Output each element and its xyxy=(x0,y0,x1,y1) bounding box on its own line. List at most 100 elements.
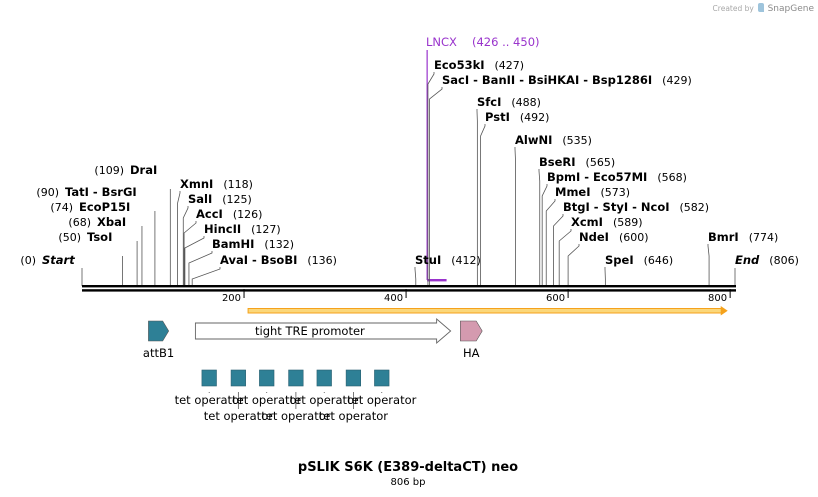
site-leader-lines xyxy=(81,72,736,286)
site-position-alwni: (535) xyxy=(562,134,592,147)
snapgene-logo-icon xyxy=(758,3,765,12)
lncx-range-bar xyxy=(427,279,447,282)
site-position-bpmi-eco57mi: (568) xyxy=(657,171,687,184)
tet-operator-box xyxy=(316,369,332,387)
tet-operator-box xyxy=(259,369,275,387)
plasmid-length: 806 bp xyxy=(391,477,426,488)
tet-operator-label: tet operator xyxy=(204,409,273,423)
tet-operator-label: tet operator xyxy=(290,393,359,407)
ha-arrow xyxy=(460,320,483,342)
orf-group xyxy=(247,306,728,316)
site-label-start: Start xyxy=(42,253,75,267)
tet-operator-box xyxy=(288,369,304,387)
site-label-ecop15i: EcoP15I xyxy=(79,200,130,214)
site-position-end: (806) xyxy=(769,254,799,267)
site-position-start: (0) xyxy=(20,254,36,267)
site-leader-xmni xyxy=(177,191,181,286)
site-position-avai-bsobi: (136) xyxy=(307,254,337,267)
backbone-top-strand xyxy=(82,285,736,288)
site-position-saci-banii-bsihkai-bsp1286i: (429) xyxy=(662,74,692,87)
site-label-sfci: SfcI xyxy=(477,95,501,109)
site-label-bpmi-eco57mi: BpmI - Eco57MI xyxy=(547,170,647,184)
tet-operator-box xyxy=(345,369,361,387)
site-position-stui: (412) xyxy=(451,254,481,267)
site-label-tati-bsrgi: TatI - BsrGI xyxy=(65,185,137,199)
attb1-label: attB1 xyxy=(143,346,174,360)
site-label-stui: StuI xyxy=(415,253,441,267)
lncx-range-label: (426 .. 450) xyxy=(472,35,540,49)
site-leader-hincii xyxy=(184,236,205,286)
site-label-tsoi: TsoI xyxy=(87,230,112,244)
tet-operator-box xyxy=(374,369,390,387)
site-position-hincii: (127) xyxy=(251,223,281,236)
site-label-eco53ki: Eco53kI xyxy=(434,58,485,72)
site-position-tsoi: (50) xyxy=(58,231,81,244)
site-position-acci: (126) xyxy=(233,208,263,221)
credit-brand: SnapGene xyxy=(767,4,814,14)
site-leader-btgi-styi-ncoi xyxy=(553,214,564,286)
site-position-xcmi: (589) xyxy=(613,216,643,229)
ruler-tick-label: 800 xyxy=(708,293,727,304)
lncx-label: LNCX xyxy=(426,35,457,49)
tet-operator-label: tet operator xyxy=(261,409,330,423)
site-label-end: End xyxy=(735,253,760,267)
ruler-tick-label: 200 xyxy=(222,293,241,304)
tight-tre-promoter-arrow xyxy=(194,318,452,344)
orf-arrow-head xyxy=(720,306,728,316)
site-position-ndei: (600) xyxy=(619,231,649,244)
site-label-saci-banii-bsihkai-bsp1286i: SacI - BanII - BsiHKAI - Bsp1286I xyxy=(442,73,652,87)
site-label-sali: SalI xyxy=(188,192,212,206)
site-position-mmei: (573) xyxy=(601,186,631,199)
site-leader-psti xyxy=(480,124,486,286)
site-label-psti: PstI xyxy=(485,110,510,124)
site-leader-bmri xyxy=(707,244,710,286)
site-position-bamhi: (132) xyxy=(264,238,294,251)
site-label-bmri: BmrI xyxy=(708,230,739,244)
site-position-sfci: (488) xyxy=(511,96,541,109)
site-leader-acci xyxy=(183,221,197,286)
site-label-mmei: MmeI xyxy=(555,185,591,199)
site-label-xcmi: XcmI xyxy=(571,215,603,229)
site-leader-bamhi xyxy=(188,251,213,286)
site-position-eco53ki: (427) xyxy=(495,59,525,72)
site-leader-mmei xyxy=(545,199,556,286)
site-label-hincii: HincII xyxy=(204,222,241,236)
ruler-tick-label: 600 xyxy=(546,293,565,304)
tet-operator-label: tet operator xyxy=(175,393,244,407)
site-position-psti: (492) xyxy=(520,111,550,124)
tet-operator-box xyxy=(201,369,217,387)
backbone-bottom-strand xyxy=(82,289,736,292)
site-label-bseri: BseRI xyxy=(539,155,576,169)
tet-operator-box xyxy=(230,369,246,387)
site-label-xbai: XbaI xyxy=(97,215,126,229)
site-leader-saci-banii-bsihkai-bsp1286i xyxy=(429,87,443,286)
tet-operator-label: tet operator xyxy=(319,409,388,423)
site-leader-bpmi-eco57mi xyxy=(541,184,548,286)
site-leader-stui xyxy=(414,267,417,286)
orf-arrow-body xyxy=(247,308,723,314)
site-position-btgi-styi-ncoi: (582) xyxy=(680,201,710,214)
tight-tre-promoter-label: tight TRE promoter xyxy=(255,324,365,338)
site-label-btgi-styi-ncoi: BtgI - StyI - NcoI xyxy=(563,200,670,214)
site-leader-eco53ki xyxy=(427,72,435,286)
snapgene-credit: Created by SnapGene xyxy=(713,3,814,14)
site-label-spei: SpeI xyxy=(605,253,634,267)
site-label-bamhi: BamHI xyxy=(212,237,254,251)
plasmid-name: pSLIK S6K (E389-deltaCT) neo xyxy=(298,460,518,475)
site-leader-avai-bsobi xyxy=(191,267,221,286)
site-leader-xcmi xyxy=(558,229,572,286)
ruler-tick-label: 400 xyxy=(384,293,403,304)
site-position-tati-bsrgi: (90) xyxy=(36,186,59,199)
site-position-xbai: (68) xyxy=(68,216,91,229)
lncx-feature-group: LNCX (426 .. 450) xyxy=(426,35,540,282)
site-labels: Start(0)TsoI(50)XbaI(68)EcoP15I(74)TatI … xyxy=(20,58,798,267)
site-label-acci: AccI xyxy=(196,207,223,221)
site-label-avai-bsobi: AvaI - BsoBI xyxy=(220,253,297,267)
site-label-xmni: XmnI xyxy=(180,177,213,191)
site-position-drai: (109) xyxy=(94,164,124,177)
site-position-bseri: (565) xyxy=(586,156,616,169)
attb1-arrow xyxy=(148,320,170,342)
